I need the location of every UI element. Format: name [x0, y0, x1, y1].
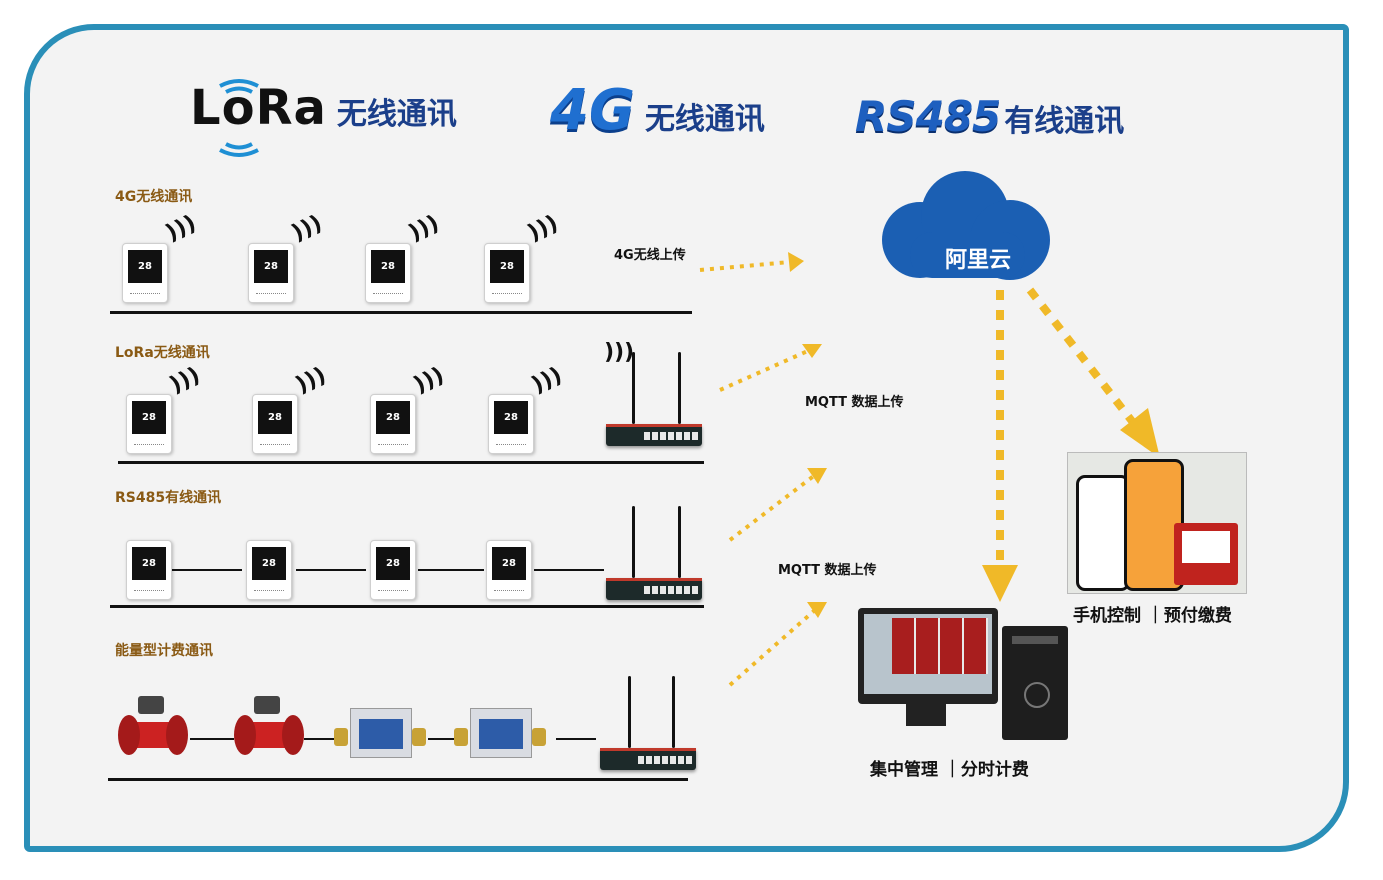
thermostat: 28: [246, 540, 292, 600]
gateway-antenna: [628, 676, 631, 748]
meter-wire: [190, 738, 234, 740]
rs485-wire: [534, 569, 604, 571]
thermostat: 28: [126, 394, 172, 454]
pipe-fitting: [412, 728, 426, 746]
section-energy-baseline: [108, 778, 688, 781]
mobile-app-panel: [1067, 452, 1247, 594]
thermostat: 28: [365, 243, 411, 303]
mobile-caption: 手机控制 ｜预付缴费: [1073, 606, 1232, 626]
ultrasonic-heat-meter: [350, 708, 412, 758]
4g-banner-subtitle: 无线通讯: [644, 102, 765, 137]
gateway-antenna: [632, 506, 635, 578]
flow-meter: [234, 696, 304, 758]
rs485-logo: RS485: [855, 92, 1001, 141]
monitor-icon: [858, 608, 998, 704]
4g-logo: 4G: [550, 78, 635, 143]
pc-caption: 集中管理 ｜分时计费: [870, 760, 1029, 780]
cloud-label: 阿里云: [945, 248, 1012, 273]
section-energy-title: 能量型计费通讯: [115, 643, 213, 659]
rs485-wire: [296, 569, 366, 571]
data-flow-arrows: [699, 252, 1160, 687]
mqtt-upload-label-1: MQTT 数据上传: [805, 395, 904, 410]
pc-tower-icon: [1002, 626, 1068, 740]
rs485-gateway-router: [606, 578, 702, 600]
gateway-antenna: [678, 506, 681, 578]
cloud-icon: [882, 171, 1050, 280]
meter-wire: [304, 738, 334, 740]
section-4g-title: 4G无线通讯: [115, 189, 193, 205]
section-rs485-baseline: [110, 605, 704, 608]
rs485-wire: [418, 569, 484, 571]
section-4g-baseline: [110, 311, 692, 314]
lora-banner-subtitle: 无线通讯: [336, 97, 457, 132]
4g-upload-label: 4G无线上传: [614, 248, 686, 263]
gateway-antenna: [678, 352, 681, 424]
phone-icon: [1076, 475, 1130, 591]
thermostat: 28: [122, 243, 168, 303]
lora-banner: LoRa 无线通讯: [190, 80, 457, 136]
thermostat: 28: [252, 394, 298, 454]
mqtt-upload-label-2: MQTT 数据上传: [778, 563, 877, 578]
thermostat: 28: [248, 243, 294, 303]
lora-logo: LoRa: [190, 80, 327, 136]
lora-gateway-router: [606, 424, 702, 446]
gateway-antenna: [632, 352, 635, 424]
thermostat: 28: [126, 540, 172, 600]
gateway-antenna: [672, 676, 675, 748]
ultrasonic-heat-meter: [470, 708, 532, 758]
thermostat: 28: [486, 540, 532, 600]
section-lora-baseline: [118, 461, 704, 464]
meter-wire: [556, 738, 596, 740]
thermostat: 28: [370, 540, 416, 600]
lora-signal-icon: [219, 79, 259, 157]
meter-wire: [428, 738, 454, 740]
pipe-fitting: [454, 728, 468, 746]
pipe-fitting: [334, 728, 348, 746]
flow-meter: [118, 696, 188, 758]
thermostat: 28: [488, 394, 534, 454]
4g-banner: 4G 无线通讯: [550, 78, 765, 143]
section-lora-title: LoRa无线通讯: [115, 345, 210, 361]
wireless-signal-icon: (((: [604, 340, 635, 365]
thermostat: 28: [484, 243, 530, 303]
rs485-banner-subtitle: 有线通讯: [1004, 104, 1125, 139]
meter-gateway-router: [600, 748, 696, 770]
pipe-fitting: [532, 728, 546, 746]
thermostat-panel-icon: [1174, 523, 1238, 585]
section-rs485-title: RS485有线通讯: [115, 490, 222, 506]
rs485-wire: [172, 569, 242, 571]
monitor-stand: [906, 704, 946, 726]
thermostat: 28: [370, 394, 416, 454]
